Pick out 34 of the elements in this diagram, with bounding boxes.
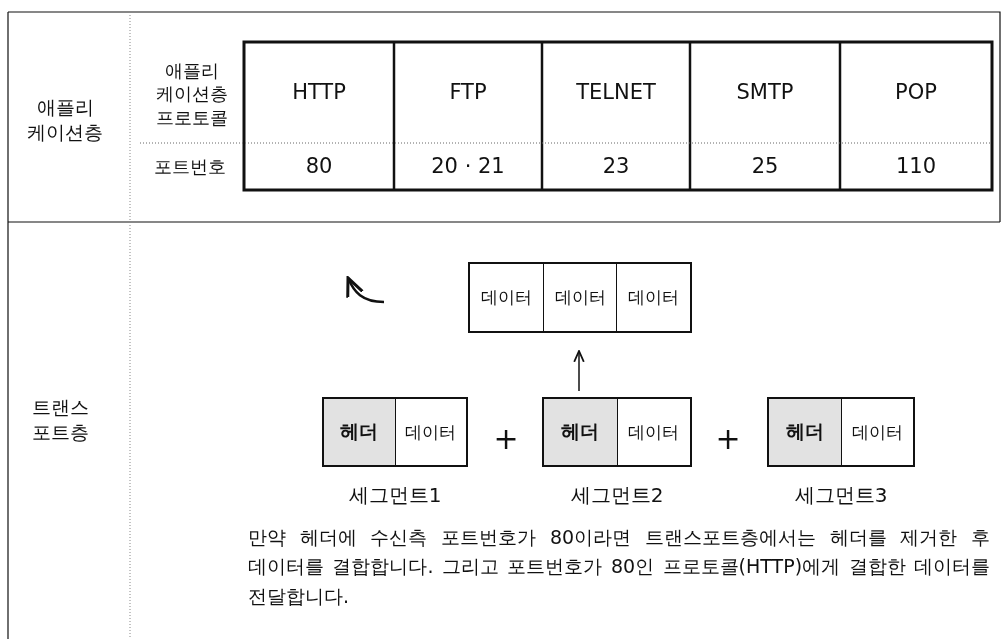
port-number: 110	[894, 152, 938, 180]
protocol-name: FTP	[448, 78, 488, 106]
data-cell: 데이터	[616, 399, 690, 465]
protocol-name: HTTP	[291, 78, 347, 106]
row-header: 애플리 케이션층 프로토콜	[155, 58, 229, 130]
arrow	[573, 350, 585, 392]
port-number: 23	[601, 152, 631, 180]
protocol-name: POP	[894, 78, 938, 106]
description-text: 만약 헤더에 수신측 포트번호가 80이라면 트랜스포트층에서는 헤더를 제거한 후 데이터를 결합합니다. 그리고 포트번호가 80인 프로토콜(HTTP)에게 결합한 데이터를 전달합니다.	[248, 524, 990, 609]
data-cell: 데이터	[840, 399, 913, 465]
plus-sign: +	[714, 419, 742, 458]
segment-label: 세그먼트2	[569, 481, 665, 509]
segment-box	[468, 262, 692, 333]
segment-box	[767, 397, 915, 467]
data-cell: 데이터	[470, 264, 543, 331]
segment-box	[322, 397, 468, 467]
header-cell: 헤더	[769, 399, 841, 465]
data-cell: 데이터	[616, 264, 690, 331]
port-number: 20 · 21	[430, 152, 506, 180]
segment-label: 세그먼트3	[793, 481, 889, 509]
protocol-name: SMTP	[735, 78, 795, 106]
protocol-name: TELNET	[575, 78, 657, 106]
row-header: 포트번호	[153, 155, 227, 180]
port-number: 25	[750, 152, 780, 180]
header-cell: 헤더	[544, 399, 617, 465]
data-cell: 데이터	[394, 399, 466, 465]
segment-label: 세그먼트1	[347, 481, 443, 509]
layer-label: 애플리 케이션층	[26, 95, 104, 145]
port-number: 80	[304, 152, 334, 180]
segment-box	[542, 397, 692, 467]
header-cell: 헤더	[324, 399, 395, 465]
data-cell: 데이터	[542, 264, 617, 331]
layer-label: 트랜스 포트층	[30, 395, 90, 445]
plus-sign: +	[492, 419, 520, 458]
